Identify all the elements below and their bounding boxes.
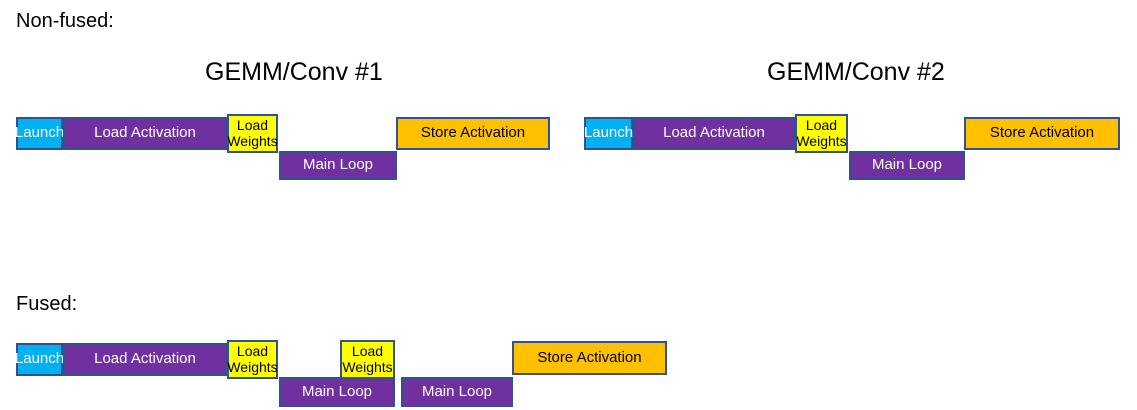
block-load-weights: Load Weights	[340, 340, 395, 379]
block-main-loop: Main Loop	[849, 151, 965, 180]
block-store-activation: Store Activation	[396, 117, 550, 150]
section-label-non-fused: Non-fused:	[16, 10, 114, 32]
block-load-activation: Load Activation	[633, 117, 795, 150]
block-store-activation: Store Activation	[964, 117, 1120, 150]
block-store-activation: Store Activation	[512, 341, 667, 375]
block-load-activation: Load Activation	[63, 117, 227, 150]
group-title-gemm-conv-2: GEMM/Conv #2	[767, 58, 945, 86]
block-launch: Launch	[15, 117, 64, 150]
block-load-activation: Load Activation	[63, 343, 227, 376]
block-load-weights: Load Weights	[795, 114, 848, 153]
block-main-loop: Main Loop	[401, 377, 513, 407]
section-label-fused: Fused:	[16, 293, 78, 315]
block-load-weights: Load Weights	[227, 340, 278, 379]
group-title-gemm-conv-1: GEMM/Conv #1	[205, 58, 383, 86]
block-launch: Launch	[15, 343, 64, 376]
block-launch: Launch	[584, 117, 633, 150]
block-main-loop: Main Loop	[279, 377, 395, 407]
block-main-loop: Main Loop	[279, 151, 397, 180]
block-load-weights: Load Weights	[227, 114, 278, 153]
